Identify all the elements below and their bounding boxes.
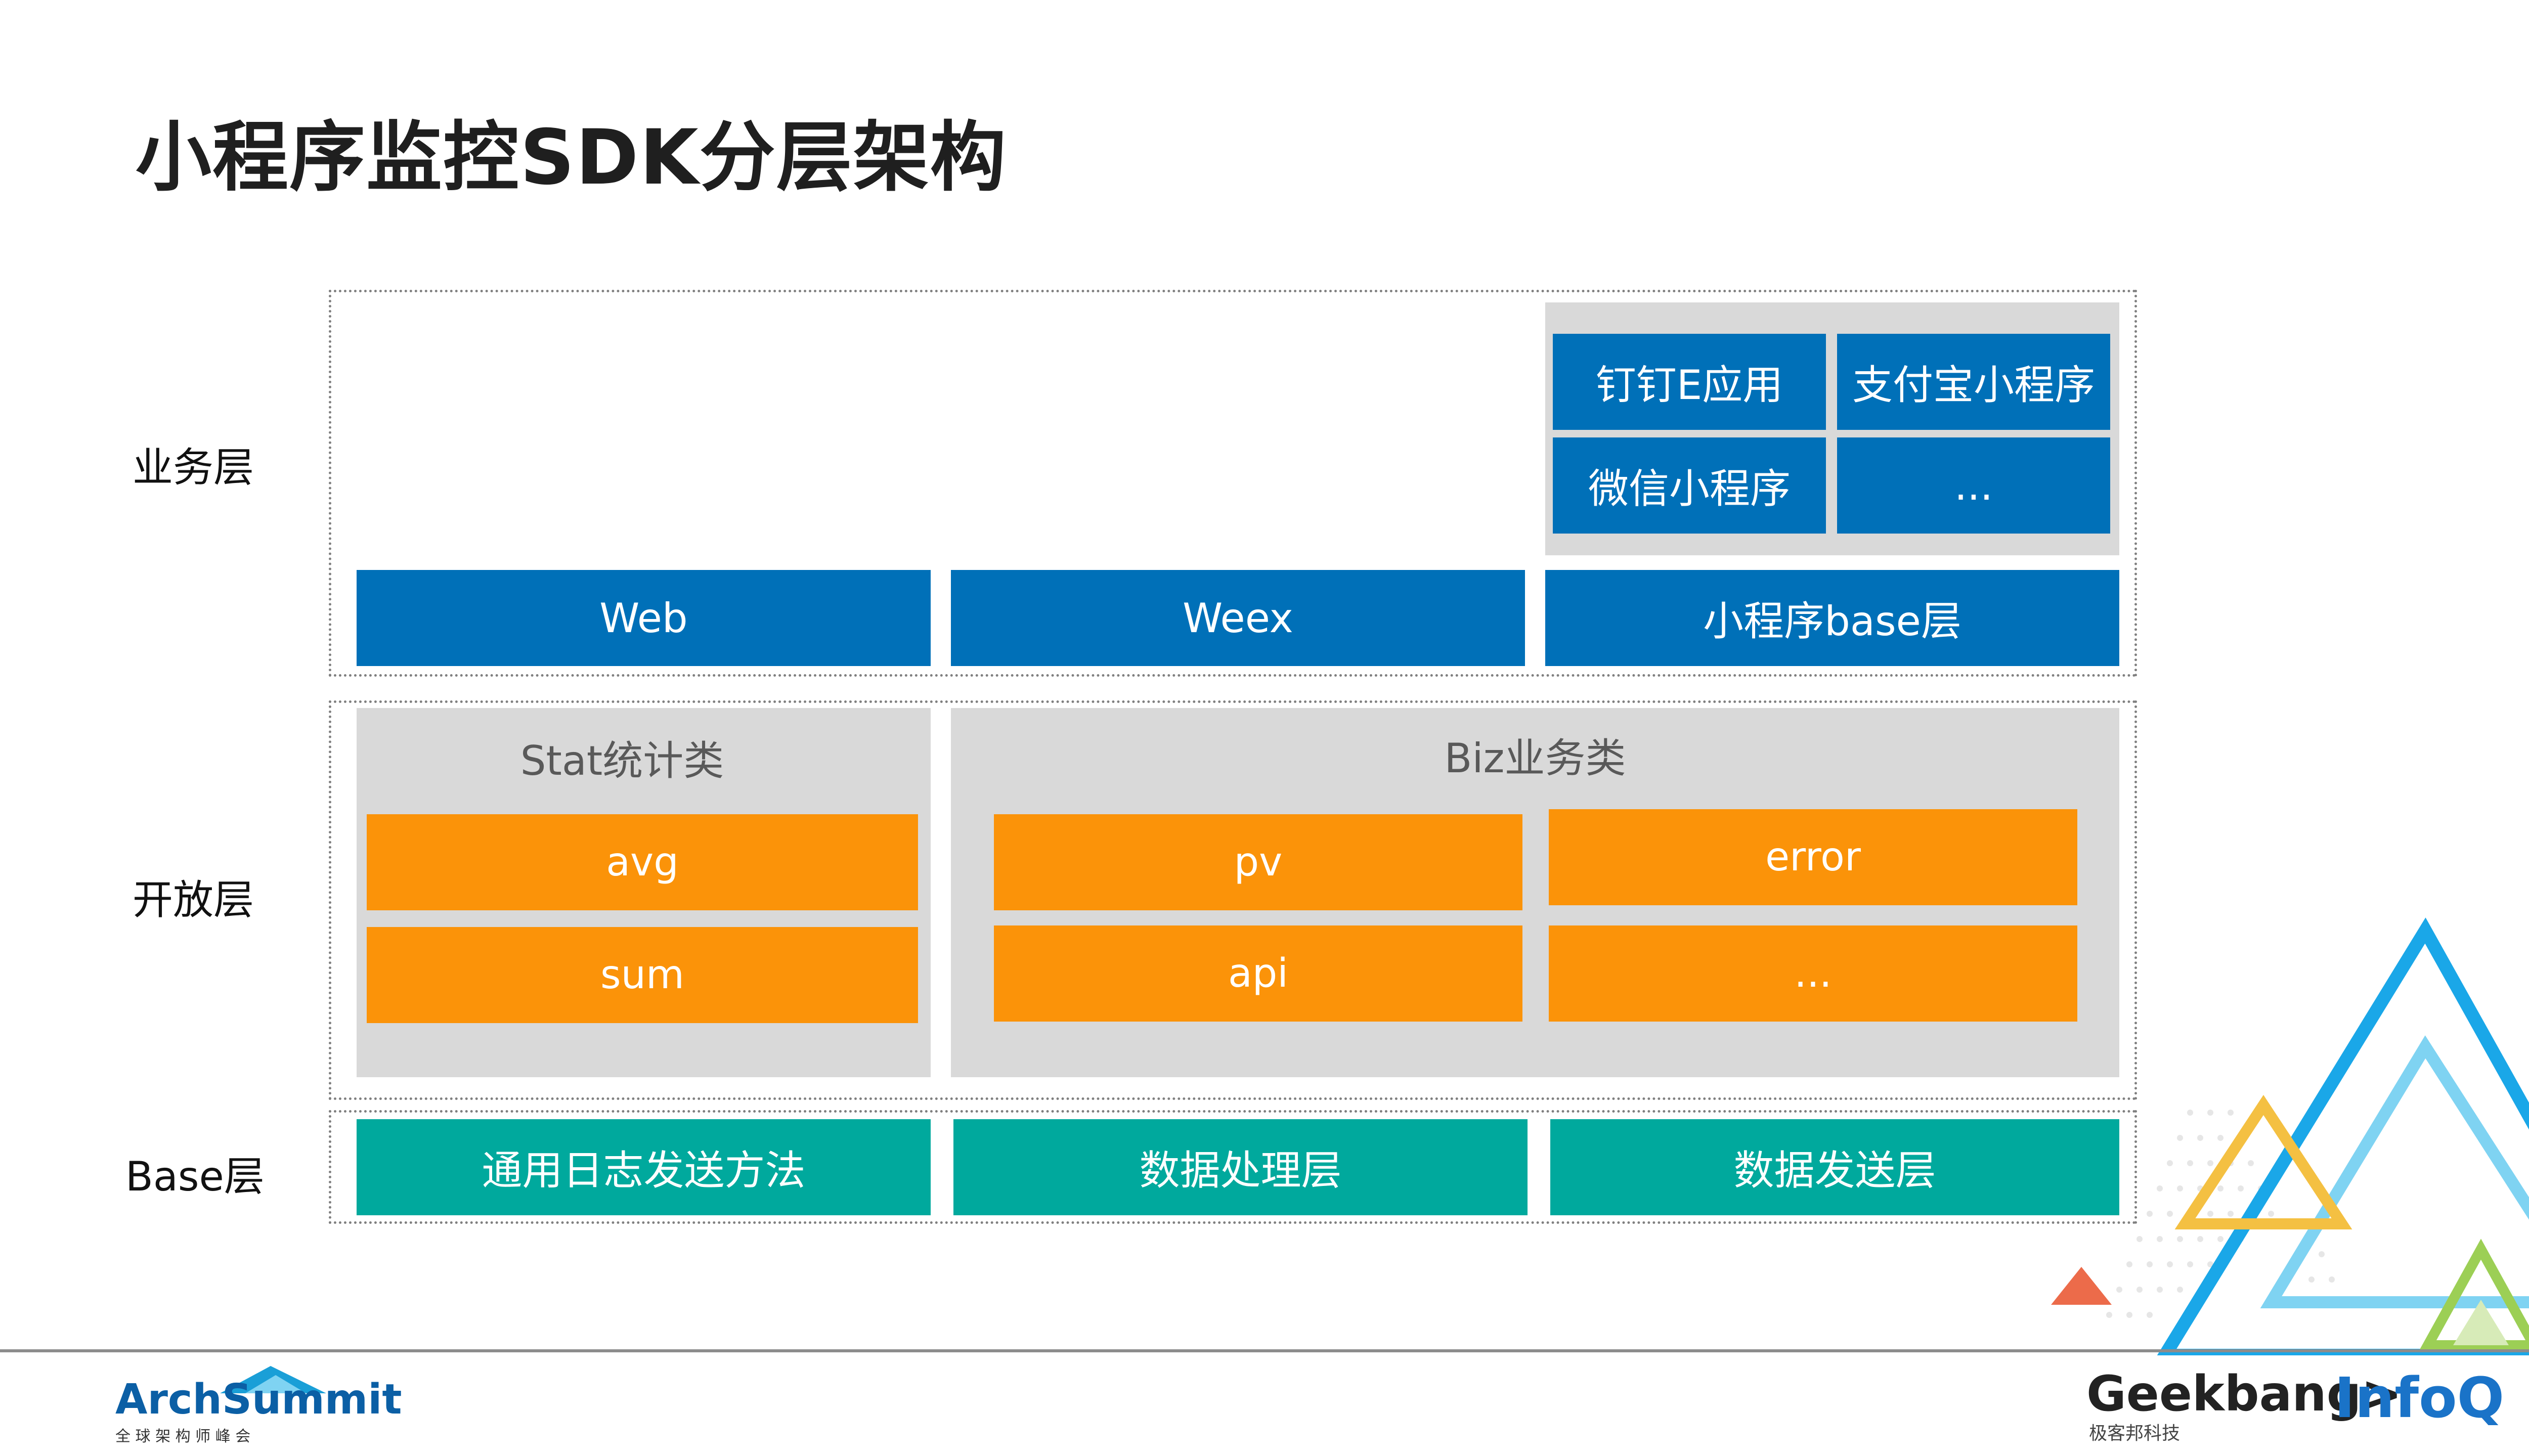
app-alipay-miniprogram: 支付宝小程序 <box>1837 334 2110 430</box>
base-data-processing: 数据处理层 <box>953 1119 1528 1215</box>
red-triangle <box>2051 1267 2112 1305</box>
biz-pv: pv <box>994 814 1522 910</box>
archsummit-mountain-icon <box>220 1366 326 1393</box>
infoq-logo: InfoQ <box>2334 1365 2505 1430</box>
open-layer-frame <box>329 700 2137 1100</box>
light-blue-triangle <box>2260 1035 2529 1308</box>
biz-group-title: Biz业务类 <box>1444 735 1626 782</box>
geekbang-subtitle: 极客邦科技 <box>2089 1423 2181 1444</box>
stat-group-title: Stat统计类 <box>520 737 724 784</box>
stat-sum: sum <box>367 927 918 1023</box>
decorative-dot-pattern <box>2106 1110 2335 1318</box>
platform-miniprogram-base: 小程序base层 <box>1545 570 2119 666</box>
layer-label-business: 业务层 <box>133 444 254 491</box>
platform-weex: Weex <box>951 570 1525 666</box>
biz-error: error <box>1549 809 2077 905</box>
business-layer-frame <box>329 290 2137 677</box>
base-layer-frame <box>329 1110 2137 1224</box>
yellow-triangle <box>2174 1095 2352 1229</box>
page-title: 小程序监控SDK分层架构 <box>136 114 1007 202</box>
large-blue-triangle <box>2157 917 2529 1355</box>
archsummit-logo: ArchSummit <box>115 1376 402 1424</box>
base-log-send-method: 通用日志发送方法 <box>357 1119 931 1215</box>
geekbang-logo: Geekbang> <box>2086 1365 2402 1422</box>
light-green-triangle <box>2453 1300 2509 1345</box>
app-dingtalk: 钉钉E应用 <box>1553 334 1826 430</box>
biz-more: ... <box>1549 925 2077 1022</box>
archsummit-subtitle: 全 球 架 构 师 峰 会 <box>115 1428 251 1445</box>
biz-api: api <box>994 925 1522 1022</box>
app-wechat-miniprogram: 微信小程序 <box>1553 437 1826 534</box>
base-data-sending: 数据发送层 <box>1550 1119 2119 1215</box>
stat-avg: avg <box>367 814 918 910</box>
layer-label-base: Base层 <box>125 1153 265 1200</box>
layer-label-open: 开放层 <box>133 876 254 923</box>
platform-web: Web <box>357 570 931 666</box>
app-more: ... <box>1837 437 2110 534</box>
footer-divider <box>0 1349 2529 1352</box>
decorative-triangles <box>2051 917 2529 1355</box>
